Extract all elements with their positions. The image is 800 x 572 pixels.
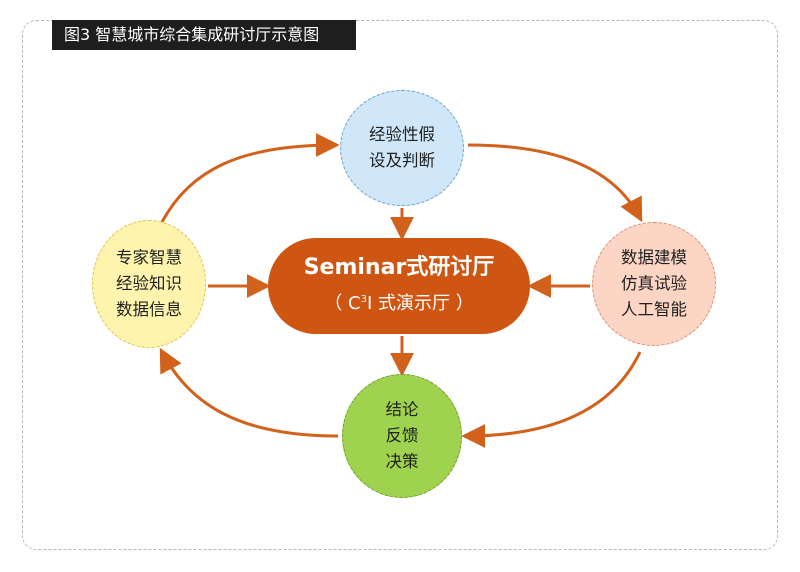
node-expertise-line-3: 数据信息 (116, 300, 182, 319)
node-result-line-1: 结论 (385, 400, 419, 419)
center-main-label: Seminar式研讨厅 (303, 255, 495, 280)
arrow-hypothesis-to-data (467, 143, 643, 223)
node-hypothesis-line-1: 经验性假 (369, 125, 435, 144)
node-data-modeling: 数据建模 仿真试验 人工智能 (592, 222, 716, 346)
node-expertise-line-2: 经验知识 (116, 274, 182, 293)
center-sub-label: （ C3I 式演示厅 ） (324, 285, 473, 319)
diagram-frame (22, 20, 778, 550)
center-sub-prefix: （ C (324, 293, 361, 314)
arrow-result-to-expertise (159, 347, 339, 438)
node-data-line-1: 数据建模 (621, 248, 687, 267)
node-expertise-line-1: 专家智慧 (116, 248, 182, 267)
arrow-data-to-result (461, 351, 642, 448)
center-sub-suffix: I 式演示厅 ） (366, 293, 474, 314)
center-sub-superscript: 3 (360, 294, 367, 305)
figure-title: 图3 智慧城市综合集成研讨厅示意图 (52, 20, 356, 50)
node-seminar-hall: Seminar式研讨厅 （ C3I 式演示厅 ） (268, 238, 530, 334)
node-result-line-2: 反馈 (385, 426, 419, 445)
node-data-line-3: 人工智能 (621, 300, 687, 319)
arrow-expertise-to-hypothesis (160, 133, 340, 223)
node-hypothesis-line-2: 设及判断 (369, 151, 435, 170)
node-expert-knowledge: 专家智慧 经验知识 数据信息 (92, 220, 206, 348)
node-hypothesis-judgment: 经验性假 设及判断 (340, 90, 464, 206)
node-result-line-3: 决策 (385, 452, 419, 471)
node-data-line-2: 仿真试验 (621, 274, 687, 293)
node-conclusion-decision: 结论 反馈 决策 (342, 374, 462, 498)
